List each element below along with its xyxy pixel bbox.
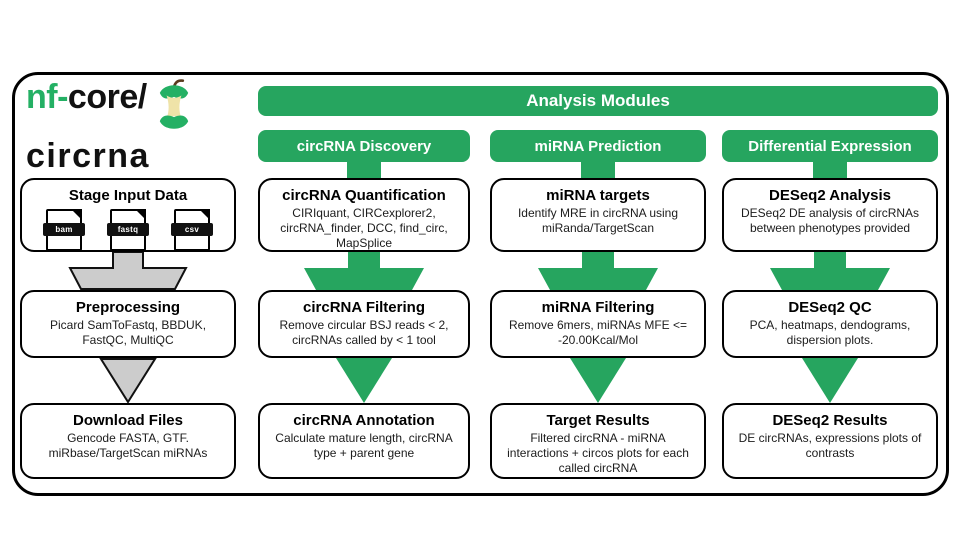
box-body: Remove circular BSJ reads < 2, circRNAs … — [279, 318, 449, 348]
box-preprocessing: Preprocessing Picard SamToFastq, BBDUK, … — [20, 290, 236, 358]
box-title: Target Results — [546, 412, 650, 429]
box-deseq2-qc: DESeq2 QC PCA, heatmaps, dendograms, dis… — [722, 290, 938, 358]
box-circrna-annotation: circRNA Annotation Calculate mature leng… — [258, 403, 470, 479]
box-title: DESeq2 Results — [772, 412, 888, 429]
box-body: DESeq2 DE analysis of circRNAs between p… — [740, 206, 920, 236]
box-title: Download Files — [72, 412, 183, 429]
green-triangle-arrow — [802, 358, 858, 409]
green-down-arrow — [299, 252, 429, 295]
box-title: miRNA Filtering — [541, 299, 655, 316]
file-label: fastq — [107, 223, 149, 236]
box-deseq2-results: DESeq2 Results DE circRNAs, expressions … — [722, 403, 938, 479]
box-deseq2-analysis: DESeq2 Analysis DESeq2 DE analysis of ci… — [722, 178, 938, 252]
box-body: Gencode FASTA, GTF. miRbase/TargetScan m… — [48, 431, 208, 461]
box-body: PCA, heatmaps, dendograms, dispersion pl… — [749, 318, 911, 348]
box-title: Preprocessing — [75, 299, 181, 316]
file-label: bam — [43, 223, 85, 236]
nf-core-logo: nf-core/ circrna — [26, 78, 195, 176]
analysis-modules-banner: Analysis Modules — [258, 86, 938, 116]
logo-core: core/ — [67, 78, 147, 116]
box-title: DESeq2 QC — [788, 299, 872, 316]
box-body: Picard SamToFastq, BBDUK, FastQC, MultiQ… — [49, 318, 207, 348]
box-title: DESeq2 Analysis — [769, 187, 891, 204]
box-body: Identify MRE in circRNA using miRanda/Ta… — [517, 206, 679, 236]
apple-core-icon — [153, 78, 195, 139]
logo-pipeline-name: circrna — [26, 137, 150, 176]
box-mirna-filtering: miRNA Filtering Remove 6mers, miRNAs MFE… — [490, 290, 706, 358]
connector-stem — [581, 161, 615, 179]
gray-down-arrow — [63, 251, 193, 295]
connector-stem — [347, 161, 381, 179]
file-label: csv — [171, 223, 213, 236]
fastq-file-icon: fastq — [107, 209, 149, 251]
connector-stem — [813, 161, 847, 179]
box-body: Remove 6mers, miRNAs MFE <= -20.00Kcal/M… — [508, 318, 688, 348]
box-circrna-quantification: circRNA Quantification CIRIquant, CIRCex… — [258, 178, 470, 252]
box-body: DE circRNAs, expressions plots of contra… — [738, 431, 922, 461]
box-mirna-targets: miRNA targets Identify MRE in circRNA us… — [490, 178, 706, 252]
box-title: circRNA Annotation — [293, 412, 435, 429]
page-fold — [71, 209, 82, 220]
box-title: circRNA Quantification — [282, 187, 446, 204]
box-body: Filtered circRNA - miRNA interactions + … — [507, 431, 689, 476]
logo-line1: nf-core/ — [26, 78, 195, 139]
green-down-arrow — [533, 252, 663, 295]
input-file-icons: bam fastq csv — [32, 209, 224, 251]
box-stage-input-data: Stage Input Data bam fastq csv — [20, 178, 236, 252]
bam-file-icon: bam — [43, 209, 85, 251]
box-title: miRNA targets — [546, 187, 650, 204]
box-target-results: Target Results Filtered circRNA - miRNA … — [490, 403, 706, 479]
green-triangle-arrow — [570, 358, 626, 409]
header-differential-expression: Differential Expression — [722, 130, 938, 162]
box-body: Calculate mature length, circRNA type + … — [275, 431, 453, 461]
gray-triangle-arrow — [98, 358, 158, 409]
page-fold — [135, 209, 146, 220]
header-circrna-discovery: circRNA Discovery — [258, 130, 470, 162]
green-down-arrow — [765, 252, 895, 295]
box-circrna-filtering: circRNA Filtering Remove circular BSJ re… — [258, 290, 470, 358]
logo-nf: nf- — [26, 78, 68, 116]
green-triangle-arrow — [336, 358, 392, 409]
page-fold — [199, 209, 210, 220]
box-body: CIRIquant, CIRCexplorer2, circRNA_finder… — [280, 206, 448, 251]
box-title: Stage Input Data — [68, 187, 188, 204]
box-title: circRNA Filtering — [303, 299, 425, 316]
header-mirna-prediction: miRNA Prediction — [490, 130, 706, 162]
box-download-files: Download Files Gencode FASTA, GTF. miRba… — [20, 403, 236, 479]
csv-file-icon: csv — [171, 209, 213, 251]
